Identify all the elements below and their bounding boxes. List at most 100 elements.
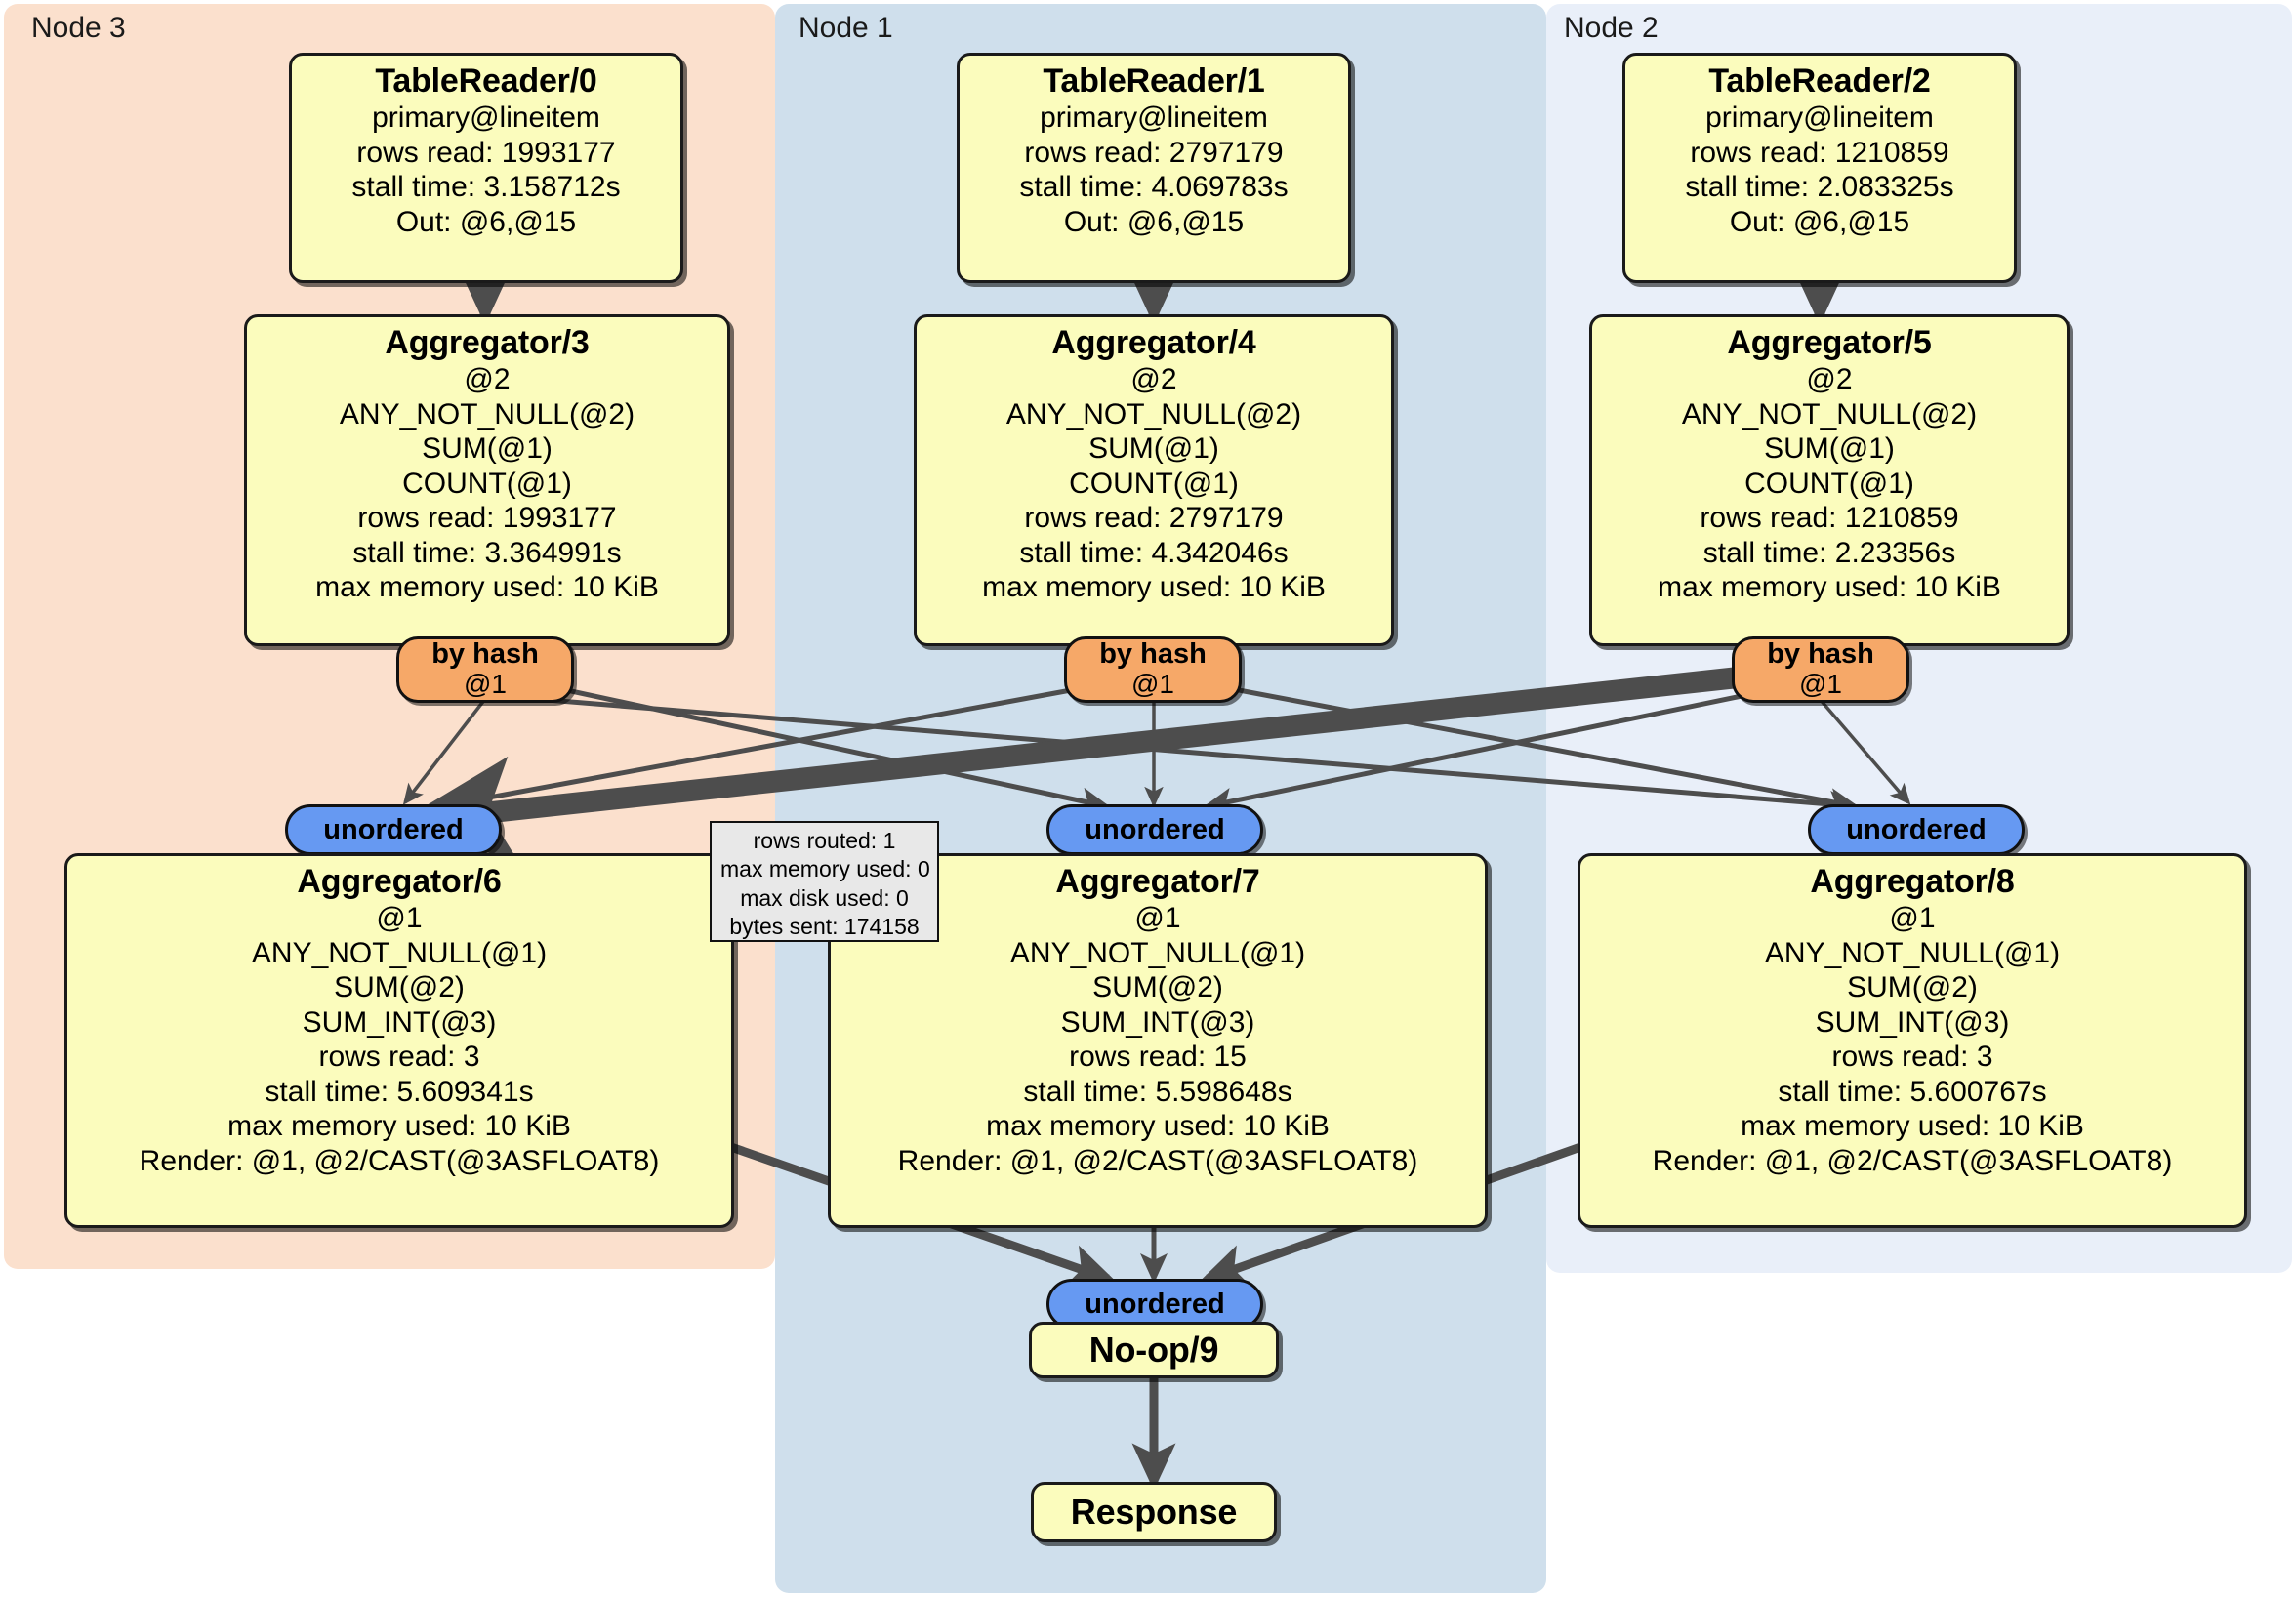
stream-stat-line: bytes sent: 174158 <box>729 914 920 940</box>
processor-detail: ANY_NOT_NULL(@2) <box>339 397 636 430</box>
processor-detail: max memory used: 10 KiB <box>986 1110 1330 1143</box>
node-panel-label-node3: Node 3 <box>31 12 126 44</box>
processor-detail: @2 <box>464 363 511 396</box>
synchronizer-unordered-node1[interactable]: unordered <box>1046 804 1263 855</box>
processor-detail: ANY_NOT_NULL(@2) <box>1005 397 1302 430</box>
router-subtitle: @1 <box>464 668 507 699</box>
processor-aggregator6[interactable]: Aggregator/6 @1 ANY_NOT_NULL(@1) SUM(@2)… <box>64 853 734 1228</box>
processor-title: TableReader/2 <box>1708 62 1931 100</box>
processor-title: TableReader/0 <box>375 62 597 100</box>
processor-detail: rows read: 3 <box>1831 1041 1993 1074</box>
processor-title: Aggregator/5 <box>1727 324 1932 361</box>
processor-detail: max memory used: 10 KiB <box>227 1110 571 1143</box>
processor-title: Aggregator/8 <box>1810 863 2015 900</box>
processor-detail: @1 <box>1134 902 1181 935</box>
processor-detail: stall time: 5.598648s <box>1023 1075 1292 1108</box>
processor-detail: stall time: 5.600767s <box>1778 1075 2047 1108</box>
processor-title: Aggregator/3 <box>385 324 590 361</box>
processor-detail: COUNT(@1) <box>1744 467 1914 500</box>
processor-detail: ANY_NOT_NULL(@2) <box>1681 397 1978 430</box>
processor-aggregator3[interactable]: Aggregator/3 @2 ANY_NOT_NULL(@2) SUM(@1)… <box>244 314 730 646</box>
processor-detail: rows read: 2797179 <box>1024 136 1284 169</box>
synchronizer-title: unordered <box>1846 813 1987 845</box>
processor-title: Response <box>1070 1492 1238 1533</box>
processor-title: Aggregator/7 <box>1055 863 1260 900</box>
processor-title: No-op/9 <box>1088 1330 1219 1371</box>
processor-detail: SUM(@2) <box>1847 971 1978 1004</box>
processor-detail: rows read: 2797179 <box>1024 502 1284 535</box>
processor-detail: primary@lineitem <box>372 102 600 135</box>
synchronizer-title: unordered <box>323 813 464 845</box>
processor-aggregator5[interactable]: Aggregator/5 @2 ANY_NOT_NULL(@2) SUM(@1)… <box>1589 314 2070 646</box>
processor-response[interactable]: Response <box>1031 1482 1277 1542</box>
processor-detail: ANY_NOT_NULL(@1) <box>1764 936 2061 969</box>
processor-title: Aggregator/6 <box>297 863 502 900</box>
processor-detail: primary@lineitem <box>1705 102 1934 135</box>
processor-detail: Out: @6,@15 <box>395 205 577 238</box>
processor-detail: @2 <box>1130 363 1177 396</box>
router-title: by hash <box>431 638 539 671</box>
processor-detail: Out: @6,@15 <box>1729 205 1910 238</box>
processor-detail: rows read: 1210859 <box>1690 136 1949 169</box>
processor-detail: max memory used: 10 KiB <box>315 571 659 604</box>
processor-detail: SUM_INT(@3) <box>1060 1005 1255 1039</box>
processor-tablereader2[interactable]: TableReader/2 primary@lineitem rows read… <box>1622 53 2017 283</box>
processor-detail: max memory used: 10 KiB <box>1658 571 2001 604</box>
processor-detail: Render: @1, @2/CAST(@3ASFLOAT8) <box>897 1144 1418 1177</box>
processor-noop9[interactable]: No-op/9 <box>1029 1322 1279 1378</box>
processor-detail: max memory used: 10 KiB <box>1741 1110 2084 1143</box>
processor-detail: SUM(@1) <box>422 432 553 466</box>
processor-detail: ANY_NOT_NULL(@1) <box>251 936 548 969</box>
processor-title: TableReader/1 <box>1043 62 1265 100</box>
synchronizer-unordered-node2[interactable]: unordered <box>1808 804 2025 855</box>
processor-detail: max memory used: 10 KiB <box>982 571 1326 604</box>
processor-aggregator4[interactable]: Aggregator/4 @2 ANY_NOT_NULL(@2) SUM(@1)… <box>914 314 1394 646</box>
processor-detail: stall time: 2.083325s <box>1685 171 1954 204</box>
processor-detail: stall time: 4.069783s <box>1019 171 1289 204</box>
stream-stats-tooltip: rows routed: 1 max memory used: 0 max di… <box>710 821 939 942</box>
processor-detail: primary@lineitem <box>1040 102 1268 135</box>
node-panel-label-node2: Node 2 <box>1564 12 1659 44</box>
stream-stat-line: rows routed: 1 <box>753 828 896 853</box>
processor-detail: @2 <box>1806 363 1853 396</box>
processor-detail: SUM_INT(@3) <box>302 1005 497 1039</box>
router-by-hash-node2[interactable]: by hash @1 <box>1732 636 1909 703</box>
processor-tablereader0[interactable]: TableReader/0 primary@lineitem rows read… <box>289 53 683 283</box>
processor-detail: stall time: 3.364991s <box>352 536 622 569</box>
processor-aggregator8[interactable]: Aggregator/8 @1 ANY_NOT_NULL(@1) SUM(@2)… <box>1578 853 2247 1228</box>
synchronizer-title: unordered <box>1085 813 1225 845</box>
processor-detail: stall time: 3.158712s <box>351 171 621 204</box>
processor-detail: ANY_NOT_NULL(@1) <box>1009 936 1306 969</box>
processor-detail: rows read: 3 <box>318 1041 480 1074</box>
router-by-hash-node3[interactable]: by hash @1 <box>396 636 574 703</box>
processor-detail: Out: @6,@15 <box>1063 205 1245 238</box>
router-subtitle: @1 <box>1799 668 1842 699</box>
processor-detail: Render: @1, @2/CAST(@3ASFLOAT8) <box>139 1144 660 1177</box>
node-panel-label-node1: Node 1 <box>799 12 893 44</box>
processor-detail: Render: @1, @2/CAST(@3ASFLOAT8) <box>1652 1144 2173 1177</box>
processor-detail: @1 <box>376 902 423 935</box>
processor-detail: SUM(@2) <box>334 971 465 1004</box>
stream-stat-line: max disk used: 0 <box>740 884 909 911</box>
synchronizer-title: unordered <box>1085 1288 1225 1320</box>
processor-detail: stall time: 4.342046s <box>1019 536 1289 569</box>
synchronizer-unordered-node3[interactable]: unordered <box>285 804 502 855</box>
processor-detail: SUM(@1) <box>1764 432 1895 466</box>
router-title: by hash <box>1767 638 1874 671</box>
stream-stat-line: max memory used: 0 <box>720 856 930 882</box>
processor-detail: rows read: 15 <box>1069 1041 1247 1074</box>
processor-detail: @1 <box>1889 902 1936 935</box>
router-subtitle: @1 <box>1131 668 1174 699</box>
processor-detail: stall time: 5.609341s <box>265 1075 534 1108</box>
processor-detail: rows read: 1993177 <box>357 502 617 535</box>
processor-detail: rows read: 1993177 <box>356 136 616 169</box>
router-title: by hash <box>1099 638 1207 671</box>
processor-detail: SUM(@1) <box>1088 432 1219 466</box>
processor-detail: COUNT(@1) <box>402 467 572 500</box>
router-by-hash-node1[interactable]: by hash @1 <box>1064 636 1242 703</box>
processor-detail: SUM_INT(@3) <box>1815 1005 2010 1039</box>
processor-tablereader1[interactable]: TableReader/1 primary@lineitem rows read… <box>957 53 1351 283</box>
processor-detail: stall time: 2.23356s <box>1702 536 1956 569</box>
processor-detail: SUM(@2) <box>1092 971 1223 1004</box>
